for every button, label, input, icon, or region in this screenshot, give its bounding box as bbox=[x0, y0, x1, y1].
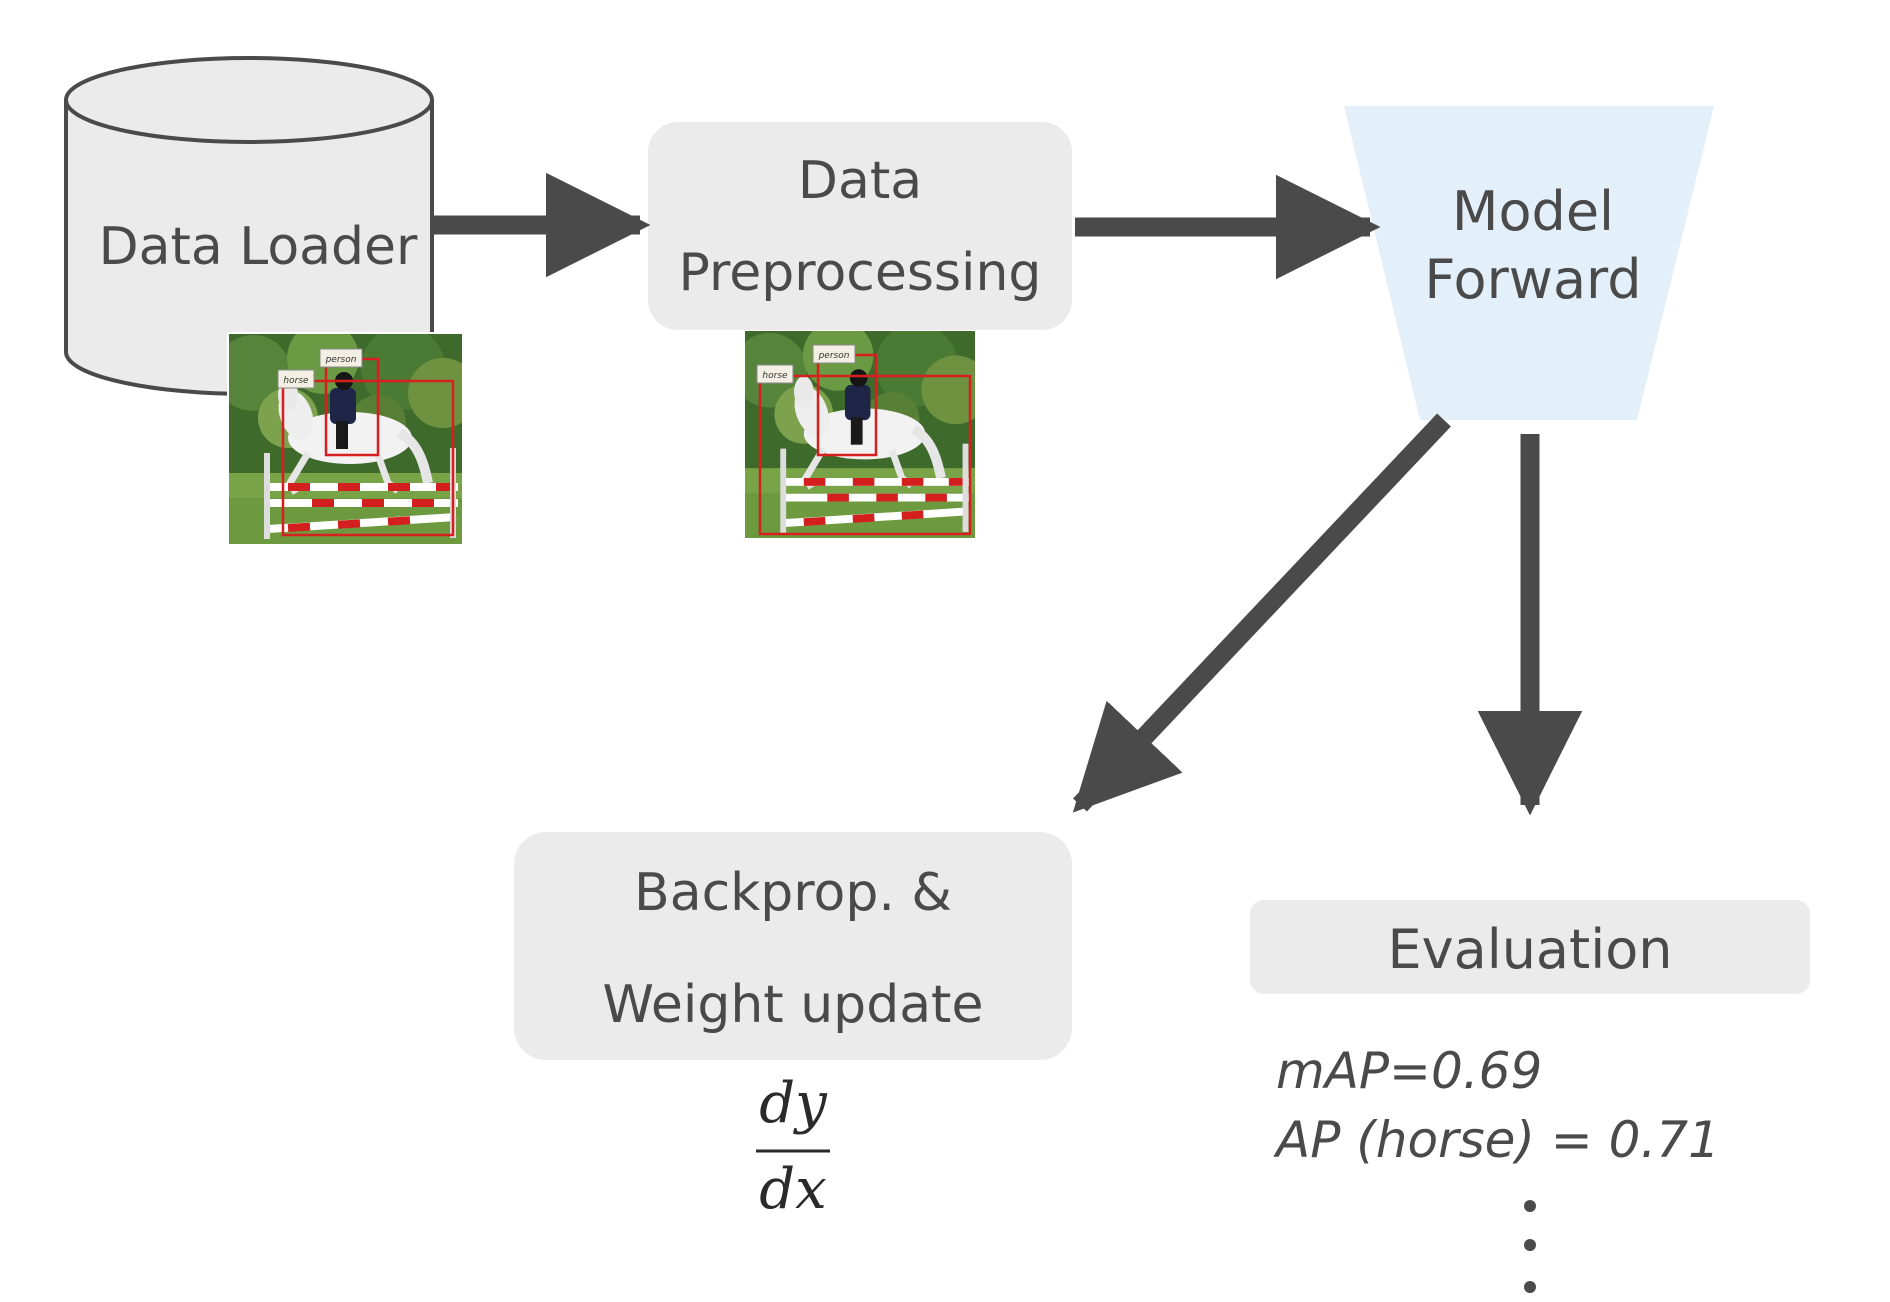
evaluation-box bbox=[1250, 900, 1810, 994]
data-loader-cylinder bbox=[64, 56, 434, 396]
data-loader-label: Data Loader bbox=[99, 217, 418, 277]
continuation-dot bbox=[1524, 1200, 1536, 1212]
derivative-denominator: dx bbox=[759, 1157, 826, 1222]
metric-map: mAP=0.69 bbox=[1276, 1042, 1542, 1100]
model-forward-trapezoid bbox=[1344, 106, 1714, 420]
arrow-model-to-backprop bbox=[1072, 413, 1451, 813]
bbox-horse bbox=[758, 374, 972, 536]
loader-sample-thumbnail: person horse bbox=[227, 332, 464, 546]
backprop-label-line1: Backprop. & bbox=[634, 863, 952, 923]
horse-tag: horse bbox=[283, 376, 309, 386]
preprocessed-sample-thumbnail: person horse bbox=[732, 320, 990, 539]
data-preprocessing-label-line1: Data bbox=[798, 151, 922, 211]
continuation-dot bbox=[1524, 1239, 1536, 1251]
backprop-box bbox=[514, 832, 1072, 1060]
person-tag: person bbox=[325, 355, 357, 365]
continuation-dot bbox=[1524, 1281, 1536, 1293]
derivative-numerator: dy bbox=[759, 1071, 828, 1136]
horse-tag: horse bbox=[762, 371, 788, 381]
metric-ap-horse: AP (horse) = 0.71 bbox=[1273, 1111, 1720, 1169]
model-forward-label-line1: Model bbox=[1452, 180, 1614, 243]
person-tag: person bbox=[818, 351, 850, 361]
data-preprocessing-box bbox=[648, 122, 1072, 330]
model-forward-label-line2: Forward bbox=[1424, 248, 1641, 311]
data-preprocessing-label-line2: Preprocessing bbox=[679, 243, 1042, 303]
evaluation-label: Evaluation bbox=[1388, 918, 1673, 981]
bbox-horse bbox=[281, 379, 455, 537]
backprop-label-line2: Weight update bbox=[603, 975, 984, 1035]
